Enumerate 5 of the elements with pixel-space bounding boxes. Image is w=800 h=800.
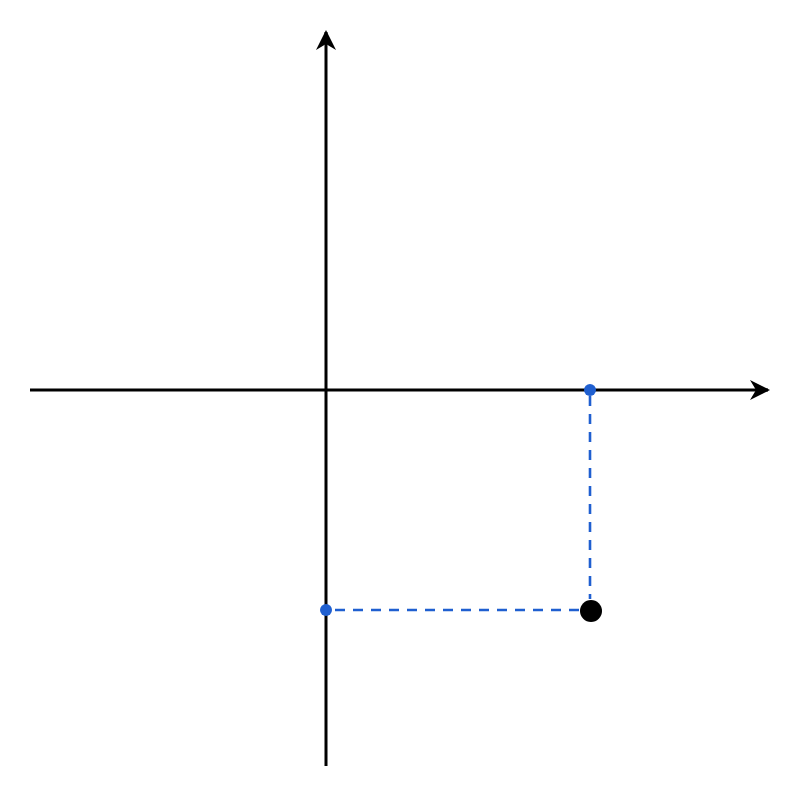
projection-line [332,608,579,612]
projection-point [320,604,332,616]
projection-point [584,384,596,396]
data-point [579,599,601,621]
projection-line [588,396,592,599]
